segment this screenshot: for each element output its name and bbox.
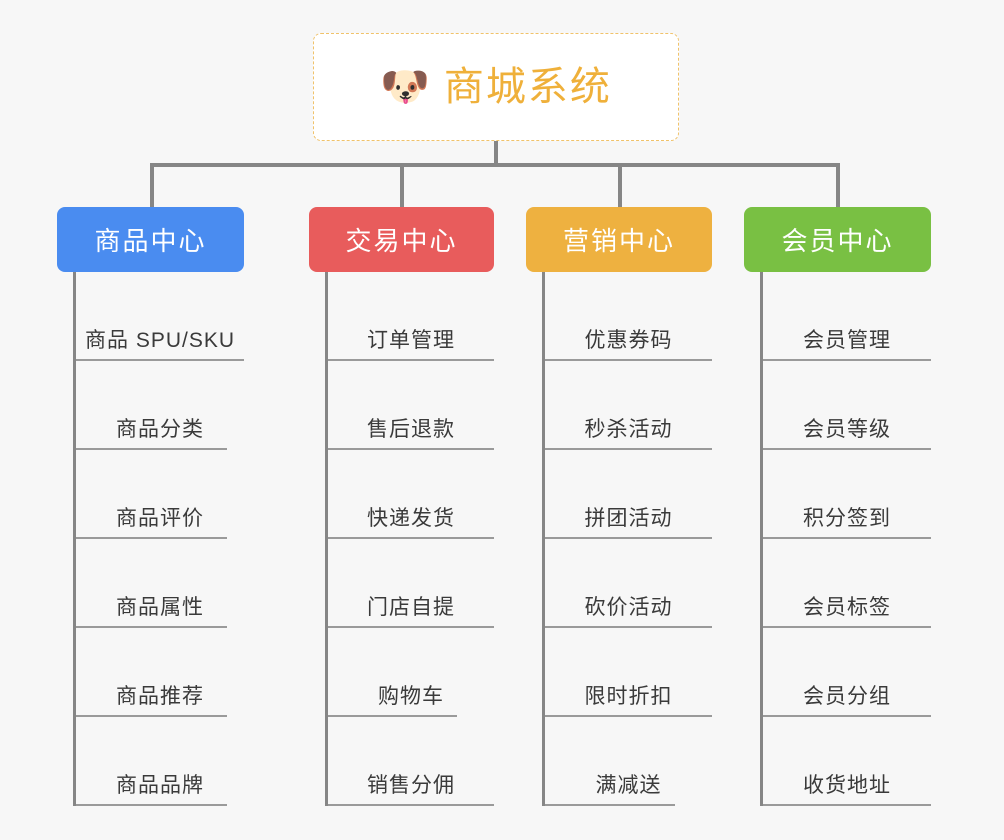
leaf-item-label: 购物车	[378, 685, 444, 708]
leaf-list-1: 商品 SPU/SKU 商品分类 商品评价 商品属性 商品推荐 商品品牌	[73, 272, 244, 806]
category-header-1[interactable]: 商品中心	[57, 207, 244, 272]
leaf-item-label: 满减送	[595, 774, 662, 797]
leaf-item[interactable]: 商品推荐	[76, 628, 244, 717]
leaf-item[interactable]: 拼团活动	[545, 450, 712, 539]
leaf-item-label: 销售分佣	[367, 774, 455, 797]
leaf-item[interactable]: 秒杀活动	[545, 361, 712, 450]
leaf-item[interactable]: 销售分佣	[328, 717, 494, 806]
leaf-item[interactable]: 门店自提	[328, 539, 494, 628]
leaf-item-label: 积分签到	[803, 507, 891, 530]
branch-column-1: 商品中心 商品 SPU/SKU 商品分类 商品评价 商品属性 商品推荐 商品品牌	[57, 207, 244, 806]
connector-drop-交易中心	[400, 163, 404, 209]
leaf-item-label: 秒杀活动	[584, 418, 673, 441]
leaf-item-label: 限时折扣	[584, 685, 673, 708]
leaf-item-label: 优惠券码	[584, 329, 673, 352]
leaf-item[interactable]: 会员管理	[763, 272, 931, 361]
leaf-item[interactable]: 商品 SPU/SKU	[76, 272, 244, 361]
leaf-item-label: 会员等级	[803, 418, 891, 441]
leaf-list-4: 会员管理 会员等级 积分签到 会员标签 会员分组 收货地址	[760, 272, 931, 806]
root-node-商城系统[interactable]: 🐶 商城系统	[313, 33, 679, 141]
leaf-item-label: 商品 SPU/SKU	[84, 329, 236, 352]
leaf-item-label: 订单管理	[367, 329, 455, 352]
shiba-dog-face-icon: 🐶	[380, 65, 430, 109]
leaf-list-3: 优惠券码 秒杀活动 拼团活动 砍价活动 限时折扣 满减送	[542, 272, 712, 806]
leaf-item-label: 商品属性	[116, 596, 204, 619]
connector-drop-会员中心	[836, 163, 840, 209]
leaf-item[interactable]: 限时折扣	[545, 628, 712, 717]
category-header-2[interactable]: 交易中心	[309, 207, 494, 272]
leaf-item-label: 会员分组	[803, 685, 891, 708]
category-header-4[interactable]: 会员中心	[744, 207, 931, 272]
leaf-item[interactable]: 商品评价	[76, 450, 244, 539]
branch-column-4: 会员中心 会员管理 会员等级 积分签到 会员标签 会员分组 收货地址	[744, 207, 931, 806]
leaf-item-label: 门店自提	[367, 596, 455, 619]
connector-root-stem	[494, 141, 498, 166]
leaf-item[interactable]: 商品属性	[76, 539, 244, 628]
leaf-item[interactable]: 收货地址	[763, 717, 931, 806]
leaf-item-label: 收货地址	[803, 774, 891, 797]
leaf-item[interactable]: 会员等级	[763, 361, 931, 450]
category-header-3[interactable]: 营销中心	[526, 207, 712, 272]
leaf-item-label: 商品分类	[116, 418, 204, 441]
connector-drop-商品中心	[150, 163, 154, 209]
leaf-item-label: 拼团活动	[584, 507, 673, 530]
leaf-item[interactable]: 快递发货	[328, 450, 494, 539]
leaf-item[interactable]: 售后退款	[328, 361, 494, 450]
branch-column-2: 交易中心 订单管理 售后退款 快递发货 门店自提 购物车 销售分佣	[309, 207, 494, 806]
leaf-item-label: 商品评价	[116, 507, 204, 530]
leaf-item[interactable]: 会员标签	[763, 539, 931, 628]
leaf-item-label: 会员管理	[803, 329, 891, 352]
leaf-item[interactable]: 砍价活动	[545, 539, 712, 628]
leaf-item-label: 商品推荐	[116, 685, 204, 708]
leaf-item[interactable]: 商品分类	[76, 361, 244, 450]
leaf-item[interactable]: 优惠券码	[545, 272, 712, 361]
leaf-item-label: 售后退款	[367, 418, 455, 441]
root-node-title: 商城系统	[443, 65, 612, 109]
leaf-item-label: 砍价活动	[584, 596, 673, 619]
leaf-item[interactable]: 积分签到	[763, 450, 931, 539]
leaf-item[interactable]: 商品品牌	[76, 717, 244, 806]
branch-column-3: 营销中心 优惠券码 秒杀活动 拼团活动 砍价活动 限时折扣 满减送	[526, 207, 712, 806]
connector-horizontal-bus	[150, 163, 840, 167]
leaf-item[interactable]: 购物车	[328, 628, 494, 717]
leaf-item-label: 商品品牌	[116, 774, 204, 797]
leaf-item[interactable]: 会员分组	[763, 628, 931, 717]
leaf-item[interactable]: 满减送	[545, 717, 712, 806]
connector-drop-营销中心	[618, 163, 622, 209]
leaf-item-label: 快递发货	[367, 507, 455, 530]
leaf-item[interactable]: 订单管理	[328, 272, 494, 361]
leaf-list-2: 订单管理 售后退款 快递发货 门店自提 购物车 销售分佣	[325, 272, 494, 806]
leaf-item-label: 会员标签	[803, 596, 891, 619]
